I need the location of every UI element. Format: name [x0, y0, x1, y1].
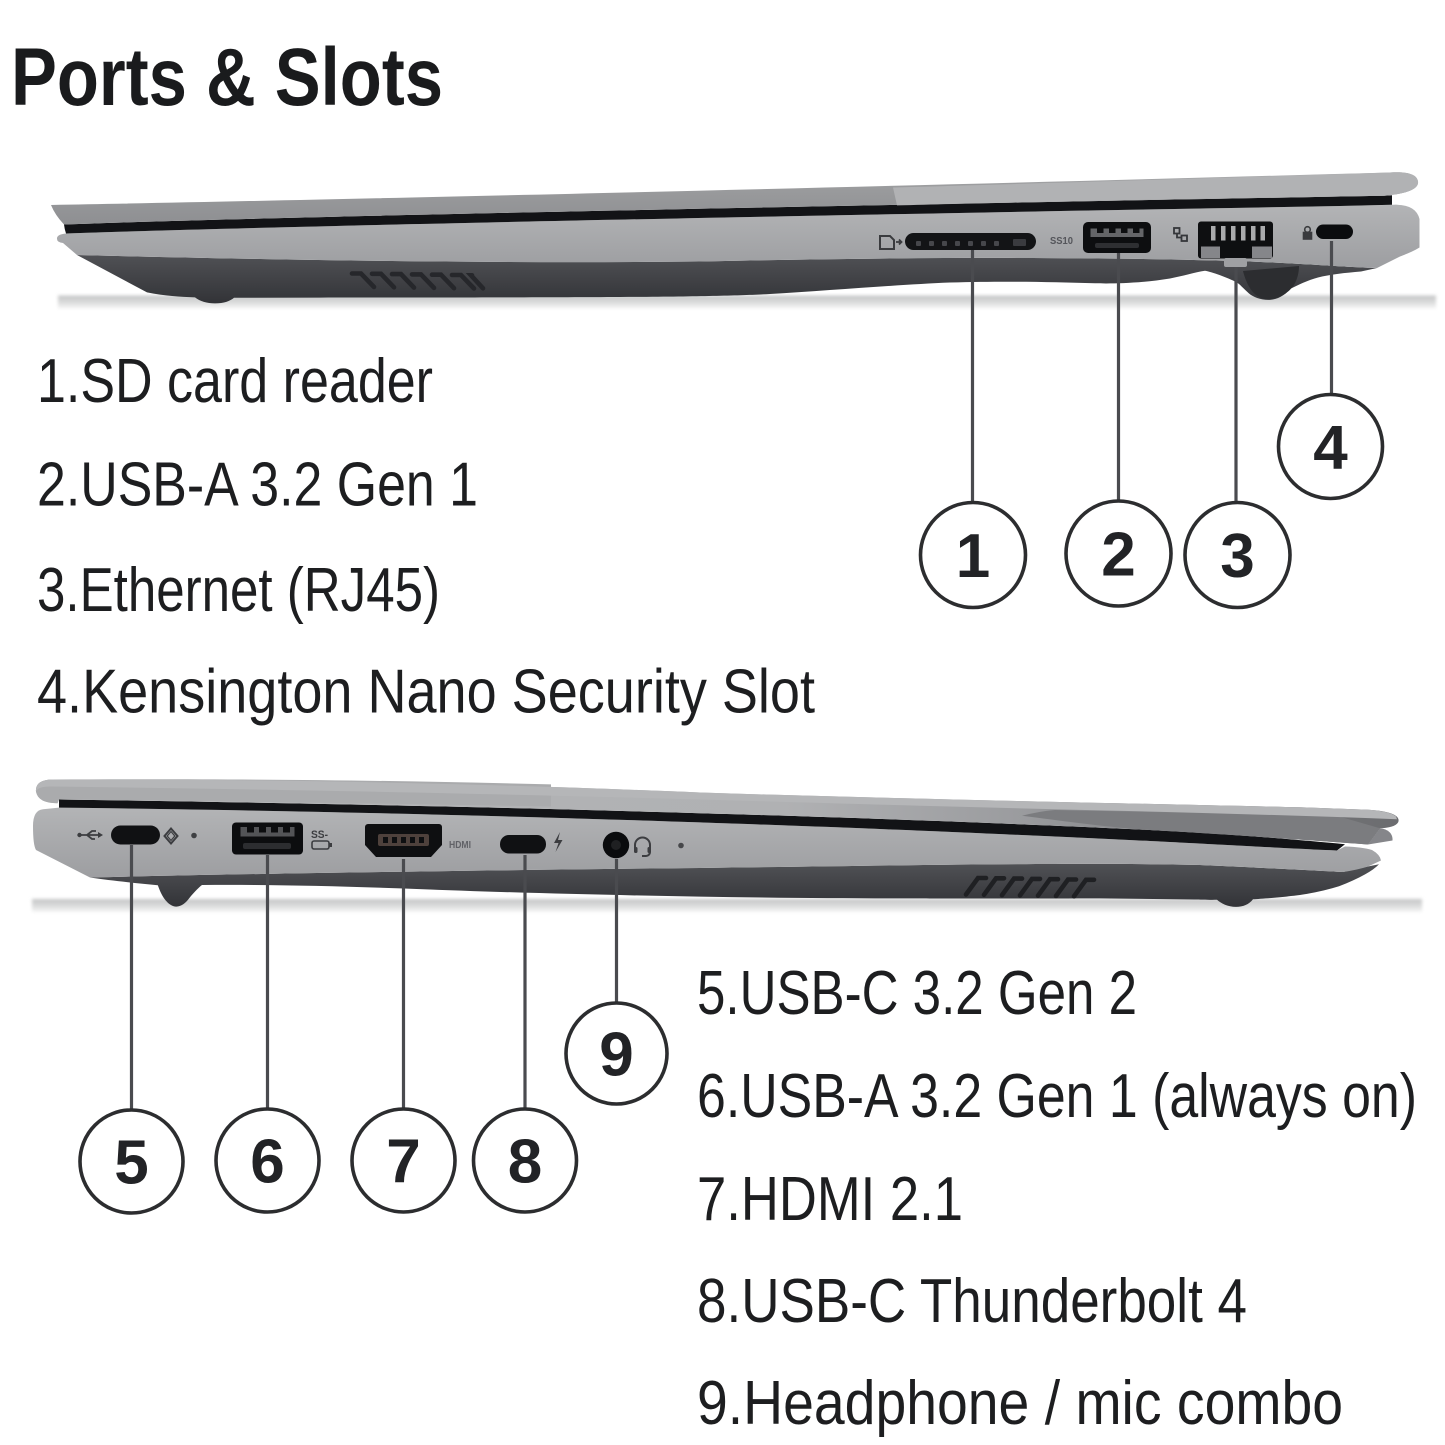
svg-text:2.USB-A 3.2 Gen 1: 2.USB-A 3.2 Gen 1 — [37, 451, 478, 520]
svg-text:3.Ethernet (RJ45): 3.Ethernet (RJ45) — [37, 556, 440, 625]
svg-text:5: 5 — [114, 1129, 148, 1198]
svg-text:7.HDMI 2.1: 7.HDMI 2.1 — [697, 1165, 963, 1234]
svg-text:9: 9 — [599, 1021, 633, 1090]
svg-text:4: 4 — [1313, 414, 1348, 483]
svg-text:HDMI: HDMI — [449, 840, 471, 851]
svg-text:3: 3 — [1220, 522, 1254, 591]
svg-text:8.USB-C Thunderbolt 4: 8.USB-C Thunderbolt 4 — [697, 1267, 1247, 1336]
svg-text:1.SD card reader: 1.SD card reader — [37, 347, 433, 416]
svg-text:5.USB-C 3.2 Gen 2: 5.USB-C 3.2 Gen 2 — [697, 959, 1137, 1028]
svg-text:8: 8 — [508, 1128, 542, 1197]
svg-text:Ports & Slots: Ports & Slots — [11, 32, 443, 123]
svg-text:2: 2 — [1101, 521, 1135, 590]
svg-text:SS-: SS- — [311, 829, 328, 841]
svg-text:1: 1 — [956, 522, 990, 591]
svg-text:SS10: SS10 — [1050, 236, 1073, 247]
svg-text:7: 7 — [386, 1128, 420, 1197]
svg-text:4.Kensington Nano Security Slo: 4.Kensington Nano Security Slot — [37, 658, 815, 727]
svg-text:6: 6 — [250, 1128, 284, 1197]
svg-text:9.Headphone / mic combo: 9.Headphone / mic combo — [697, 1369, 1343, 1438]
svg-text:6.USB-A 3.2 Gen 1 (always on): 6.USB-A 3.2 Gen 1 (always on) — [697, 1062, 1417, 1131]
